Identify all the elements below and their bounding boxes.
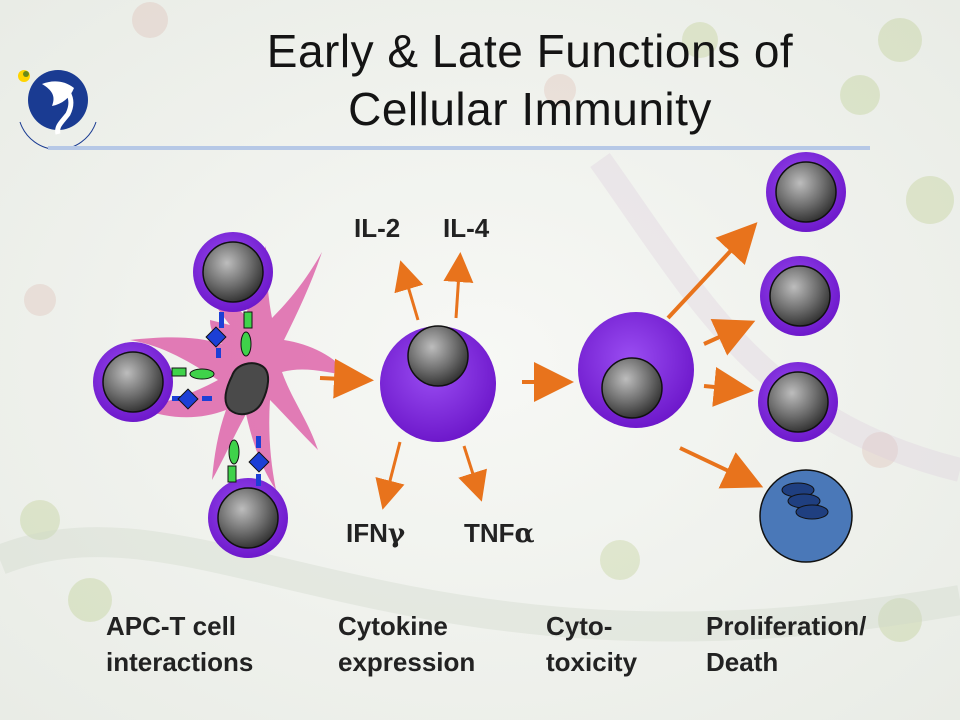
arrow-ifn: [375, 441, 405, 510]
apc-cell: [130, 246, 350, 490]
stage-label-line2: toxicity: [546, 647, 638, 677]
slide-title: Early & Late Functions of Cellular Immun…: [170, 22, 890, 138]
pasteur-logo-icon: [18, 70, 97, 151]
arrow-il4: [443, 252, 474, 319]
t-cell-top: [193, 232, 273, 312]
arrow-to-progeny-3: [703, 367, 754, 407]
dead-cell: [759, 469, 853, 563]
label-il2: IL-2: [354, 213, 401, 243]
stage-label-line1: Cyto-: [546, 611, 613, 641]
arrow-il2: [394, 260, 424, 321]
t-cell-bottom: [208, 478, 288, 558]
stage-label-line2: expression: [338, 647, 476, 677]
progeny-t-cell-3: [758, 362, 838, 442]
title-line-2: Cellular Immunity: [348, 83, 712, 135]
stage-cytokine: Cytokine expression: [338, 608, 475, 680]
institut-pasteur-logo: [12, 40, 122, 151]
arrow-to-dead-cell: [679, 446, 764, 489]
progeny-t-cell-2: [760, 256, 840, 336]
alpha-symbol: α: [514, 519, 535, 549]
receptor-complex-bottom: [227, 436, 270, 486]
arrow-tnf: [458, 445, 487, 502]
stage-proliferation: Proliferation/ Death: [706, 608, 866, 680]
t-cell-left: [93, 342, 173, 422]
stage-label-line2: Death: [706, 647, 779, 677]
stage-label-line1: APC-T cell: [106, 611, 237, 641]
stage-label-line2: interactions: [106, 647, 254, 677]
arrow-to-progeny-2: [703, 319, 756, 356]
cytokine-t-cell: [380, 325, 496, 442]
label-il4: IL-4: [443, 213, 490, 243]
stage-cytotoxicity: Cyto- toxicity: [546, 608, 637, 680]
cytotoxic-t-cell: [578, 312, 694, 428]
label-ifn: IFN: [346, 518, 388, 548]
stage-label-line1: Proliferation/: [706, 611, 867, 641]
gamma-symbol: γ: [387, 519, 406, 549]
label-ifn-gamma: IFNγ: [346, 518, 405, 549]
progeny-t-cell-1: [766, 152, 846, 232]
receptor-complex-top: [205, 311, 253, 358]
stage-label-line1: Cytokine: [338, 611, 448, 641]
arrow-to-cytokine-cell: [319, 358, 374, 399]
receptor-complex-left: [171, 367, 215, 410]
title-line-1: Early & Late Functions of: [266, 25, 794, 77]
label-tnf: TNF: [464, 518, 515, 548]
title-divider: [48, 146, 870, 150]
arrow-to-progeny-1: [666, 222, 758, 320]
label-tnf-alpha: TNFα: [464, 518, 535, 549]
stage-apc-t-cell: APC-T cell interactions: [106, 608, 253, 680]
